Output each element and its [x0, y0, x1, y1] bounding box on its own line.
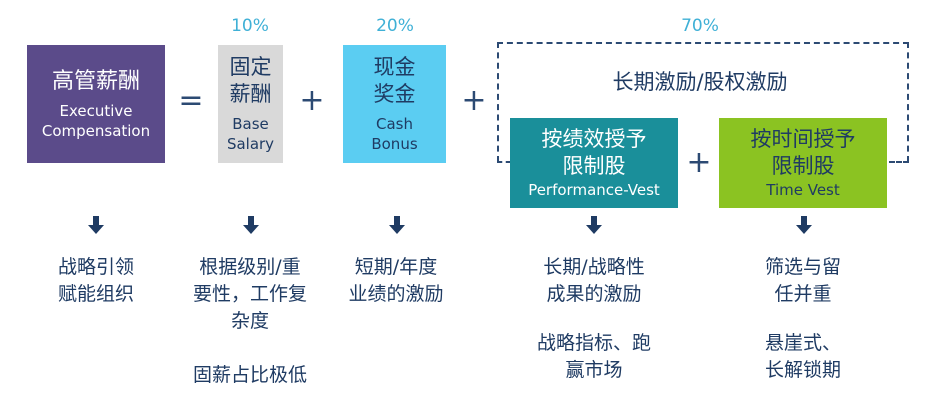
exec-desc-line: 赋能组织: [57, 283, 134, 305]
time-vest-en: Time Vest: [766, 181, 840, 199]
performance-vest-en: Performance-Vest: [528, 181, 660, 199]
plus-sign-2: +: [461, 83, 487, 118]
plus-sign-3: +: [686, 145, 712, 180]
time-desc-line: 悬崖式、: [764, 332, 841, 354]
lti-bracket-top: [497, 42, 909, 44]
base-desc-line: 固薪占比极低: [192, 364, 307, 386]
base-salary-percentage: 10%: [231, 16, 269, 36]
executive-compensation-box: 高管薪酬 Executive Compensation: [27, 45, 165, 163]
executive-compensation-en-line1: Executive: [59, 101, 133, 120]
base-desc-spacer: [180, 335, 320, 362]
lti-bracket-bottom-left: [497, 161, 511, 163]
performance-desc-spacer: [519, 308, 669, 330]
executive-compensation-cn: 高管薪酬: [51, 68, 140, 94]
time-desc-line: 任并重: [774, 283, 832, 305]
time-vest-box: 按时间授予 限制股 Time Vest: [719, 118, 887, 208]
performance-desc-line: 赢市场: [565, 359, 623, 381]
base-desc-line: 根据级别/重: [199, 256, 301, 278]
base-salary-box: 固定 薪酬 Base Salary: [218, 45, 283, 163]
executive-compensation-en-line2: Compensation: [41, 121, 151, 140]
performance-vest-box: 按绩效授予 限制股 Performance-Vest: [510, 118, 678, 208]
performance-description: 长期/战略性 成果的激励 战略指标、跑 赢市场: [519, 254, 669, 384]
down-arrow-icon: [243, 216, 259, 234]
exec-description: 战略引领 赋能组织: [26, 254, 166, 308]
base-salary-en-line1: Base: [232, 115, 269, 133]
cash-description: 短期/年度 业绩的激励: [336, 254, 456, 308]
cash-bonus-en-line2: Bonus: [371, 135, 418, 153]
plus-sign-1: +: [299, 83, 325, 118]
down-arrow-icon: [389, 216, 405, 234]
cash-bonus-box: 现金 奖金 Cash Bonus: [343, 45, 446, 163]
cash-desc-line: 短期/年度: [354, 256, 438, 278]
down-arrow-icon: [586, 216, 602, 234]
time-desc-line: 长解锁期: [764, 359, 841, 381]
down-arrow-icon: [796, 216, 812, 234]
base-desc-line: 要性，工作复: [192, 283, 307, 305]
lti-bracket-right: [907, 42, 909, 162]
performance-vest-cn-line1: 按绩效授予: [541, 127, 647, 151]
cash-desc-line: 业绩的激励: [348, 283, 444, 305]
time-desc-spacer: [738, 308, 868, 330]
lti-title: 长期激励/股权激励: [612, 70, 788, 94]
performance-desc-line: 战略指标、跑: [536, 332, 651, 354]
cash-bonus-en-line1: Cash: [376, 115, 413, 133]
base-desc-line: 杂度: [230, 310, 269, 332]
long-term-incentive-percentage: 70%: [681, 16, 719, 36]
exec-desc-line: 战略引领: [57, 256, 134, 278]
cash-bonus-cn-line1: 现金: [373, 55, 416, 79]
equals-sign: =: [178, 83, 204, 118]
base-salary-cn-line2: 薪酬: [229, 82, 272, 106]
time-desc-line: 筛选与留: [764, 256, 841, 278]
performance-desc-line: 成果的激励: [546, 283, 642, 305]
base-description: 根据级别/重 要性，工作复 杂度 固薪占比极低: [180, 254, 320, 389]
time-vest-cn-line1: 按时间授予: [750, 127, 856, 151]
down-arrow-icon: [88, 216, 104, 234]
base-salary-cn-line1: 固定: [229, 55, 272, 79]
lti-bracket-left: [497, 42, 499, 162]
time-description: 筛选与留 任并重 悬崖式、 长解锁期: [738, 254, 868, 384]
lti-bracket-bottom-right: [889, 161, 909, 163]
base-salary-en-line2: Salary: [226, 135, 275, 153]
performance-desc-line: 长期/战略性: [543, 256, 645, 278]
time-vest-cn-line2: 限制股: [771, 154, 835, 178]
cash-bonus-cn-line2: 奖金: [373, 82, 416, 106]
cash-bonus-percentage: 20%: [376, 16, 414, 36]
performance-vest-cn-line2: 限制股: [562, 154, 626, 178]
